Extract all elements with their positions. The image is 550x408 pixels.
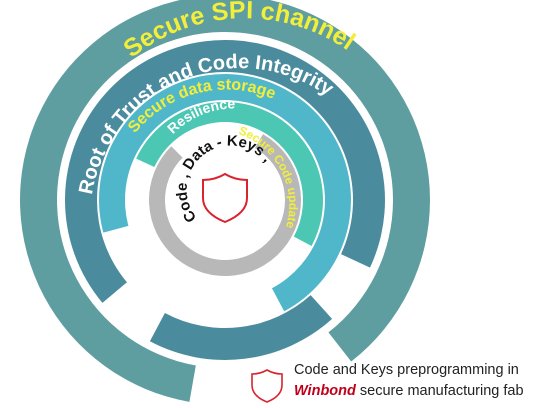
center-word-data: Data [180,137,217,173]
center-shield-icon [202,172,248,224]
legend-text: Code and Keys preprogramming in Winbond … [294,360,524,402]
center-word-code: Code [173,182,200,225]
legend-line-1: Code and Keys preprogramming in [294,362,519,378]
legend-brand: Winbond [294,383,356,399]
legend-line-2-rest: secure manufacturing fab [355,383,524,399]
ring-root-of-trust [65,39,385,360]
shield-icon [251,369,283,403]
ring-resilience [136,101,323,247]
legend: Code and Keys preprogramming in Winbond … [250,358,550,404]
legend-line-2: Winbond secure manufacturing fab [294,381,524,402]
